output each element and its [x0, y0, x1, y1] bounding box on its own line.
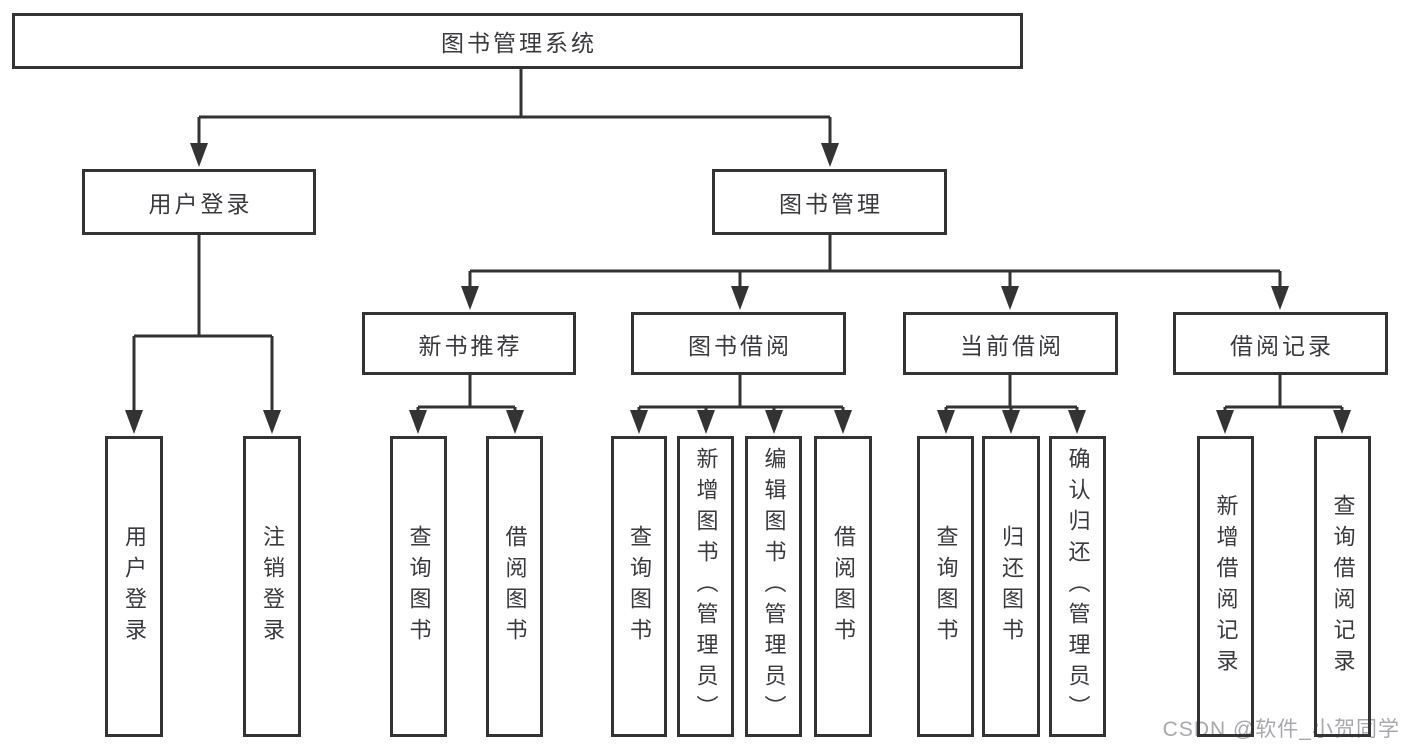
leaf-query-borrow-record-label: 查询借阅记录 [1330, 493, 1356, 680]
node-book-borrowing: 图书借阅 [631, 312, 846, 375]
arrowhead [731, 286, 749, 310]
arrowhead [125, 410, 143, 434]
node-borrowing-records-label: 借阅记录 [1230, 332, 1334, 359]
leaf-query-books-current: 查询图书 [917, 436, 974, 737]
node-root: 图书管理系统 [12, 13, 1023, 69]
arrowhead [1001, 286, 1019, 310]
leaf-user-login: 用户登录 [105, 436, 163, 737]
watermark-text: CSDN @软件_小贺同学 [1162, 718, 1400, 741]
leaf-edit-books-admin-label: 编辑图书（管理员） [761, 447, 787, 726]
leaf-return-books: 归还图书 [982, 436, 1040, 737]
leaf-add-borrow-record: 新增借阅记录 [1197, 436, 1254, 737]
leaf-logout-label: 注销登录 [260, 524, 285, 649]
arrowhead [697, 410, 715, 434]
leaf-add-books-admin: 新增图书（管理员） [677, 436, 734, 737]
arrowhead [765, 410, 783, 434]
leaf-user-login-label: 用户登录 [122, 524, 147, 649]
leaf-query-borrow-record: 查询借阅记录 [1314, 436, 1371, 737]
leaf-query-books-borrowing-label: 查询图书 [627, 524, 652, 649]
arrowhead [1068, 410, 1086, 434]
node-book-borrowing-label: 图书借阅 [688, 332, 792, 359]
leaf-borrow-books: 借阅图书 [814, 436, 872, 737]
node-new-book-recommend: 新书推荐 [362, 312, 576, 375]
leaf-return-books-label: 归还图书 [999, 524, 1024, 649]
leaf-query-books-borrowing: 查询图书 [611, 436, 667, 737]
node-borrowing-records: 借阅记录 [1173, 312, 1388, 375]
leaf-query-books-recommend-label: 查询图书 [406, 524, 432, 649]
leaf-edit-books-admin: 编辑图书（管理员） [745, 436, 802, 737]
arrowhead [834, 410, 852, 434]
leaf-query-books-recommend: 查询图书 [390, 436, 447, 737]
node-book-management-label: 图书管理 [779, 191, 883, 217]
arrowhead [1333, 410, 1351, 434]
node-book-management: 图书管理 [712, 169, 947, 235]
node-root-label: 图书管理系统 [441, 30, 597, 56]
arrowhead [821, 143, 839, 167]
node-current-borrowing: 当前借阅 [903, 312, 1118, 375]
node-current-borrowing-label: 当前借阅 [960, 332, 1064, 359]
arrowhead [409, 410, 427, 434]
arrowhead [937, 410, 955, 434]
arrowhead [1216, 410, 1234, 434]
leaf-add-borrow-record-label: 新增借阅记录 [1213, 493, 1239, 680]
node-new-book-recommend-label: 新书推荐 [418, 332, 523, 359]
node-user-login-label: 用户登录 [148, 191, 253, 217]
leaf-borrow-books-recommend-label: 借阅图书 [502, 524, 528, 649]
arrowhead [263, 410, 281, 434]
leaf-borrow-books-label: 借阅图书 [831, 524, 856, 649]
arrowhead [190, 143, 208, 167]
leaf-confirm-return-admin: 确认归还（管理员） [1049, 436, 1106, 737]
leaf-logout: 注销登录 [243, 436, 301, 737]
arrowhead [1271, 286, 1289, 310]
leaf-borrow-books-recommend: 借阅图书 [486, 436, 543, 737]
node-user-login: 用户登录 [82, 169, 316, 235]
arrowhead [461, 286, 479, 310]
arrowhead [1002, 410, 1020, 434]
leaf-confirm-return-admin-label: 确认归还（管理员） [1065, 447, 1091, 726]
leaf-add-books-admin-label: 新增图书（管理员） [693, 447, 719, 726]
arrowhead [630, 410, 648, 434]
leaf-query-books-current-label: 查询图书 [933, 524, 959, 649]
arrowhead [506, 410, 524, 434]
